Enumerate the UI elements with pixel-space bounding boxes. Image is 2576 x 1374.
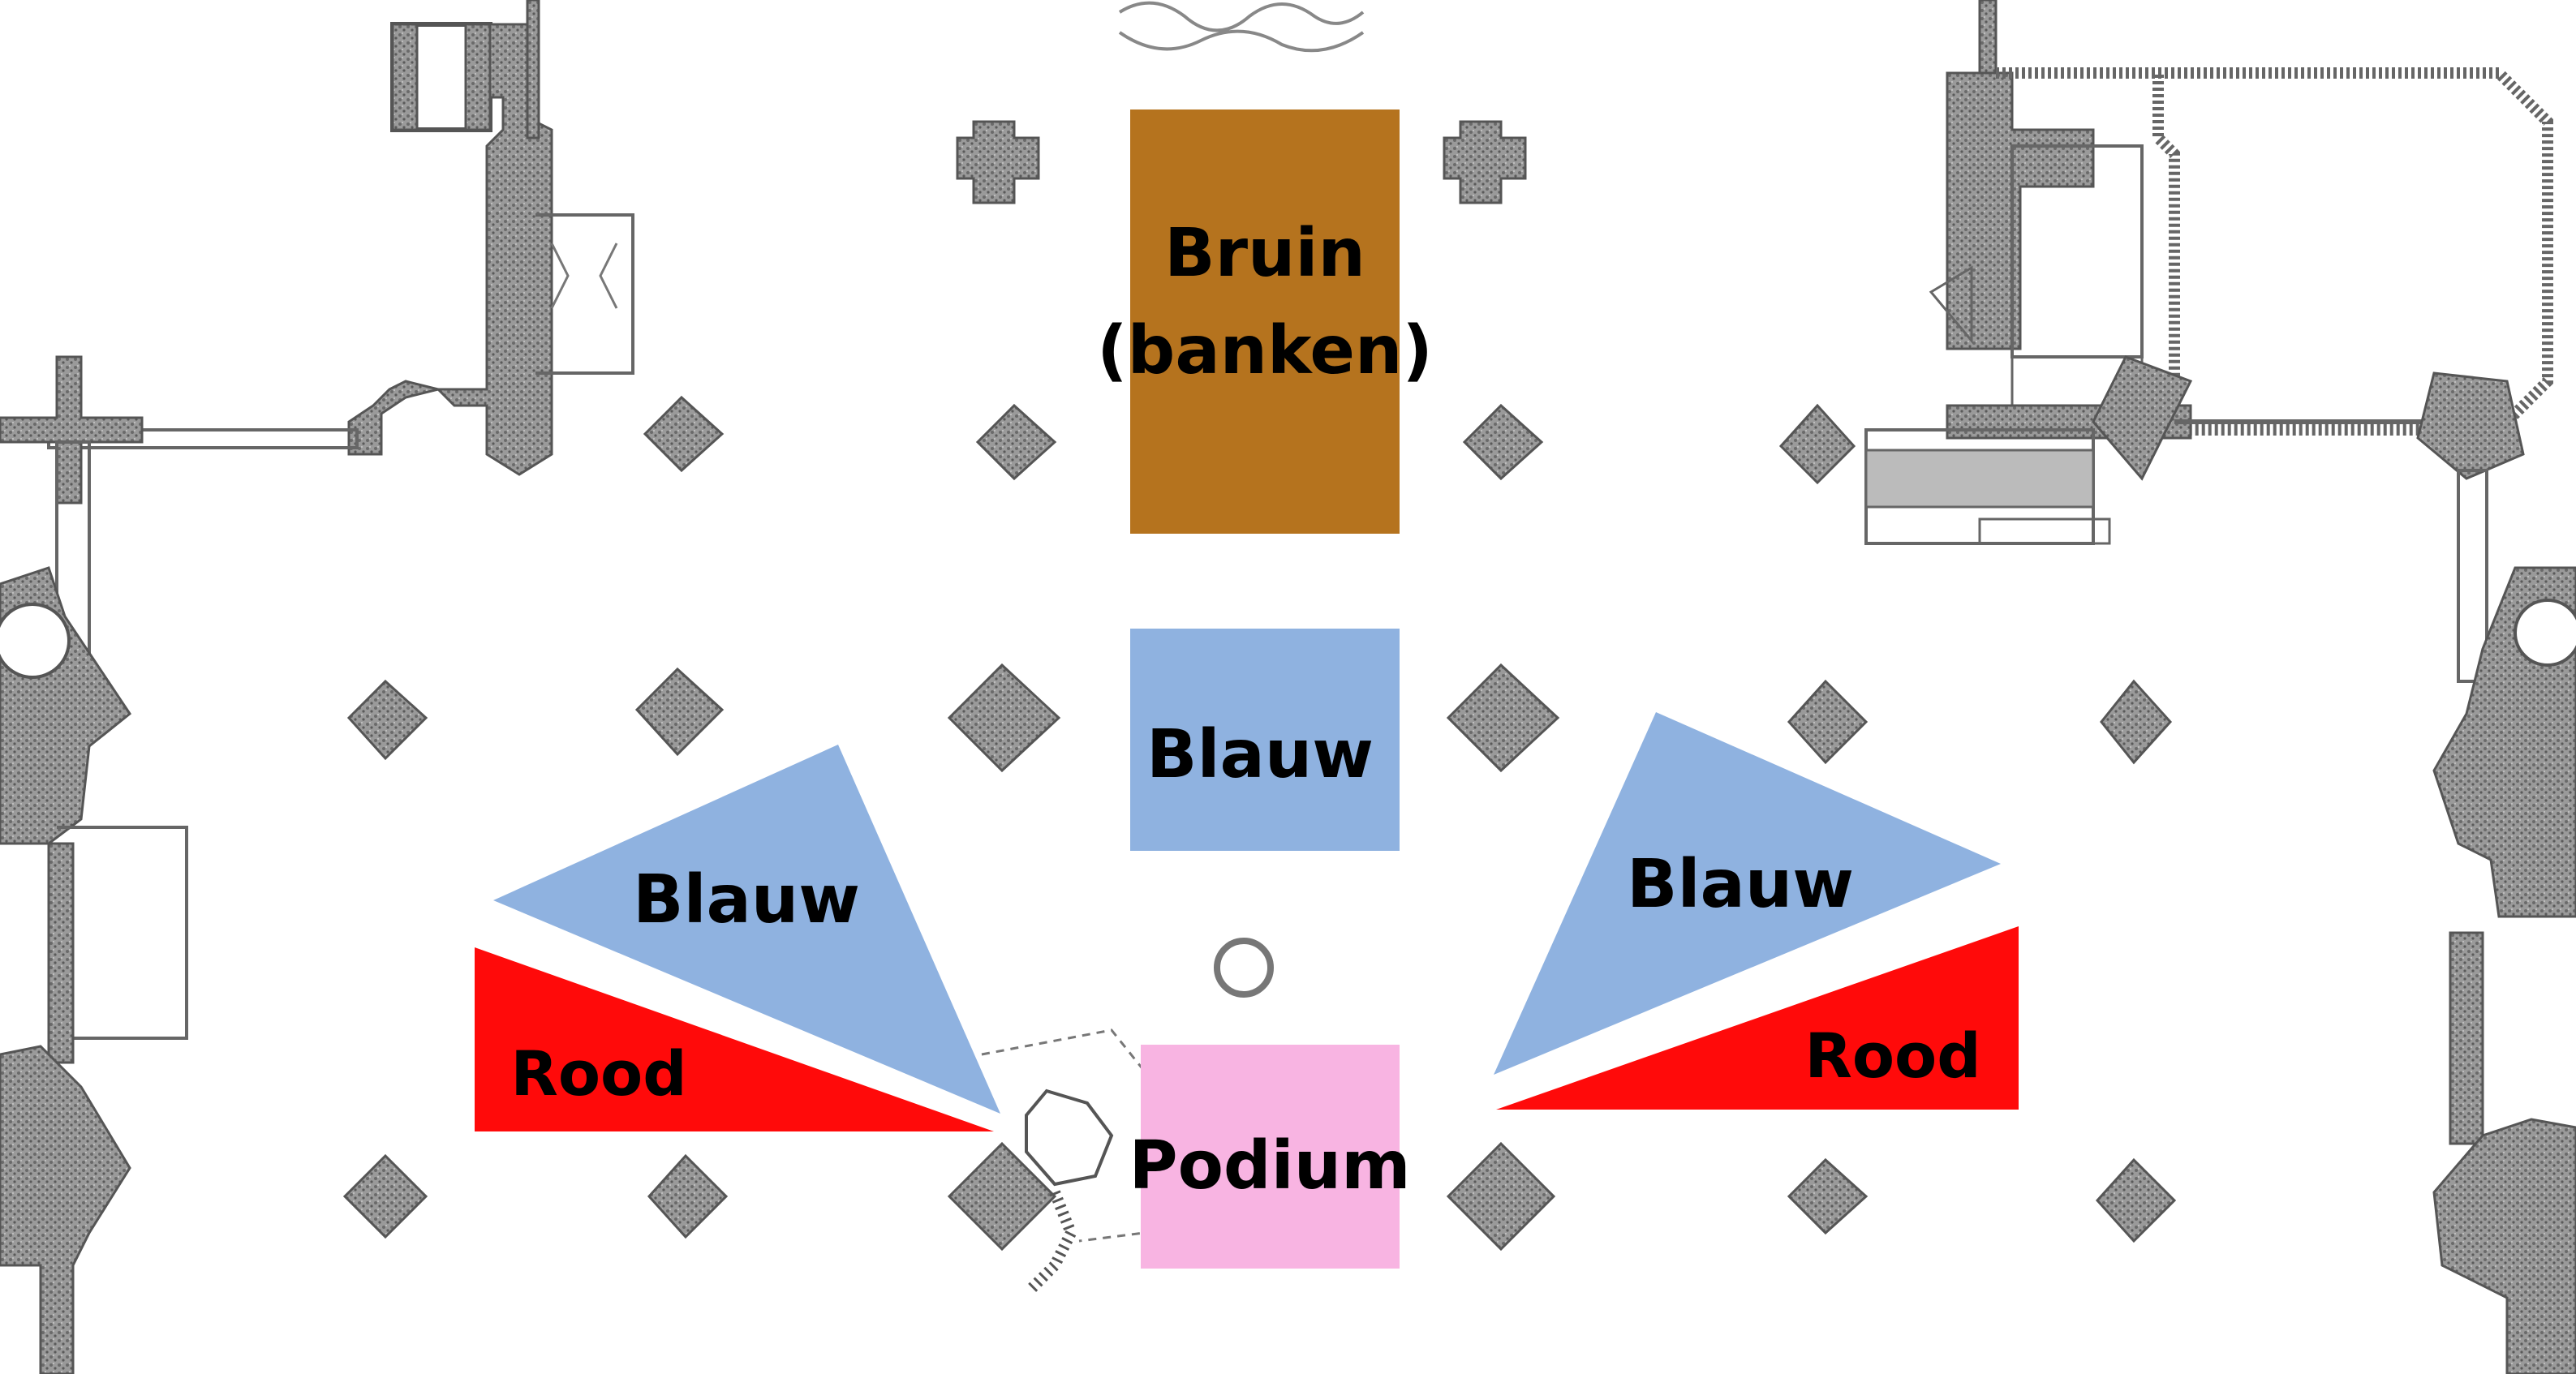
- zone-blue-center-area: [1130, 629, 1400, 851]
- zone-red-right: Rood: [1496, 926, 2019, 1110]
- building-top-right: [1864, 0, 2553, 683]
- zone-blue-left: Blauw: [493, 745, 1000, 1114]
- baptismal-font: [1214, 938, 1274, 998]
- zone-blue-center-label: Blauw: [1146, 716, 1374, 793]
- zone-brown-banks-area: [1130, 109, 1400, 534]
- zone-blue-center: Blauw: [1130, 629, 1400, 851]
- zone-red-right-area: [1496, 926, 2019, 1110]
- zone-red-left-area: [475, 947, 994, 1131]
- zone-blue-right-label: Blauw: [1627, 846, 1854, 923]
- zone-podium: Podium: [1129, 1045, 1411, 1269]
- top-ornament: [1118, 1, 1365, 53]
- zone-red-right-label: Rood: [1804, 1020, 1980, 1092]
- zone-podium-label: Podium: [1129, 1127, 1410, 1204]
- zone-blue-right-area: [1494, 712, 2001, 1075]
- zone-red-left: Rood: [475, 947, 994, 1131]
- zone-brown-banks: Bruin (banken): [1097, 109, 1433, 534]
- zone-podium-area: [1141, 1045, 1400, 1269]
- zone-blue-left-label: Blauw: [633, 861, 860, 938]
- pillars: [342, 120, 2177, 1252]
- building-left-wall: [0, 566, 188, 1374]
- zone-blue-left-area: [493, 745, 1000, 1114]
- building-top-left: [0, 0, 634, 703]
- building-right-wall: [2432, 566, 2576, 1374]
- zone-red-left-label: Rood: [510, 1037, 686, 1110]
- zone-brown-label-line2: (banken): [1097, 312, 1433, 389]
- zone-brown-label-line1: Bruin: [1164, 215, 1365, 292]
- zone-blue-right: Blauw: [1494, 712, 2001, 1075]
- pulpit-stairs: [981, 1028, 1146, 1294]
